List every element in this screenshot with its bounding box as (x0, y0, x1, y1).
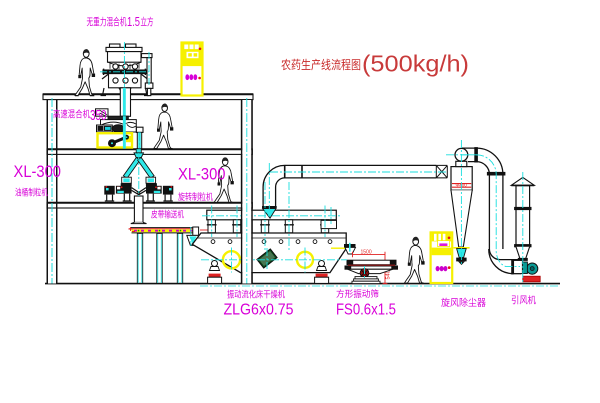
svg-text:高速混合机: 高速混合机 (53, 109, 90, 121)
svg-text:方形振动筛: 方形振动筛 (336, 288, 379, 299)
svg-text:FS0.6x1.5: FS0.6x1.5 (336, 302, 396, 319)
svg-text:1500: 1500 (361, 250, 372, 256)
svg-text:无重力混合机: 无重力混合机 (87, 16, 127, 29)
svg-text:(500kg/h): (500kg/h) (362, 51, 469, 77)
svg-text:XL-300: XL-300 (178, 166, 226, 184)
svg-text:农药生产线流程图: 农药生产线流程图 (281, 57, 361, 72)
svg-text:振动流化床干燥机: 振动流化床干燥机 (227, 289, 285, 300)
svg-text:ZLG6x0.75: ZLG6x0.75 (224, 302, 294, 319)
svg-text:旋风除尘器: 旋风除尘器 (441, 297, 486, 309)
svg-text:皮带输送机: 皮带输送机 (151, 209, 184, 220)
svg-text:立方: 立方 (141, 16, 154, 29)
svg-text:XL-300: XL-300 (14, 163, 62, 181)
svg-text:旋转制粒机: 旋转制粒机 (178, 191, 213, 202)
svg-text:1.5: 1.5 (127, 14, 140, 29)
svg-text:引风机: 引风机 (511, 295, 536, 307)
svg-text:油桶制粒机: 油桶制粒机 (15, 187, 48, 198)
svg-text:540: 540 (386, 270, 392, 279)
svg-text:350: 350 (90, 108, 107, 124)
